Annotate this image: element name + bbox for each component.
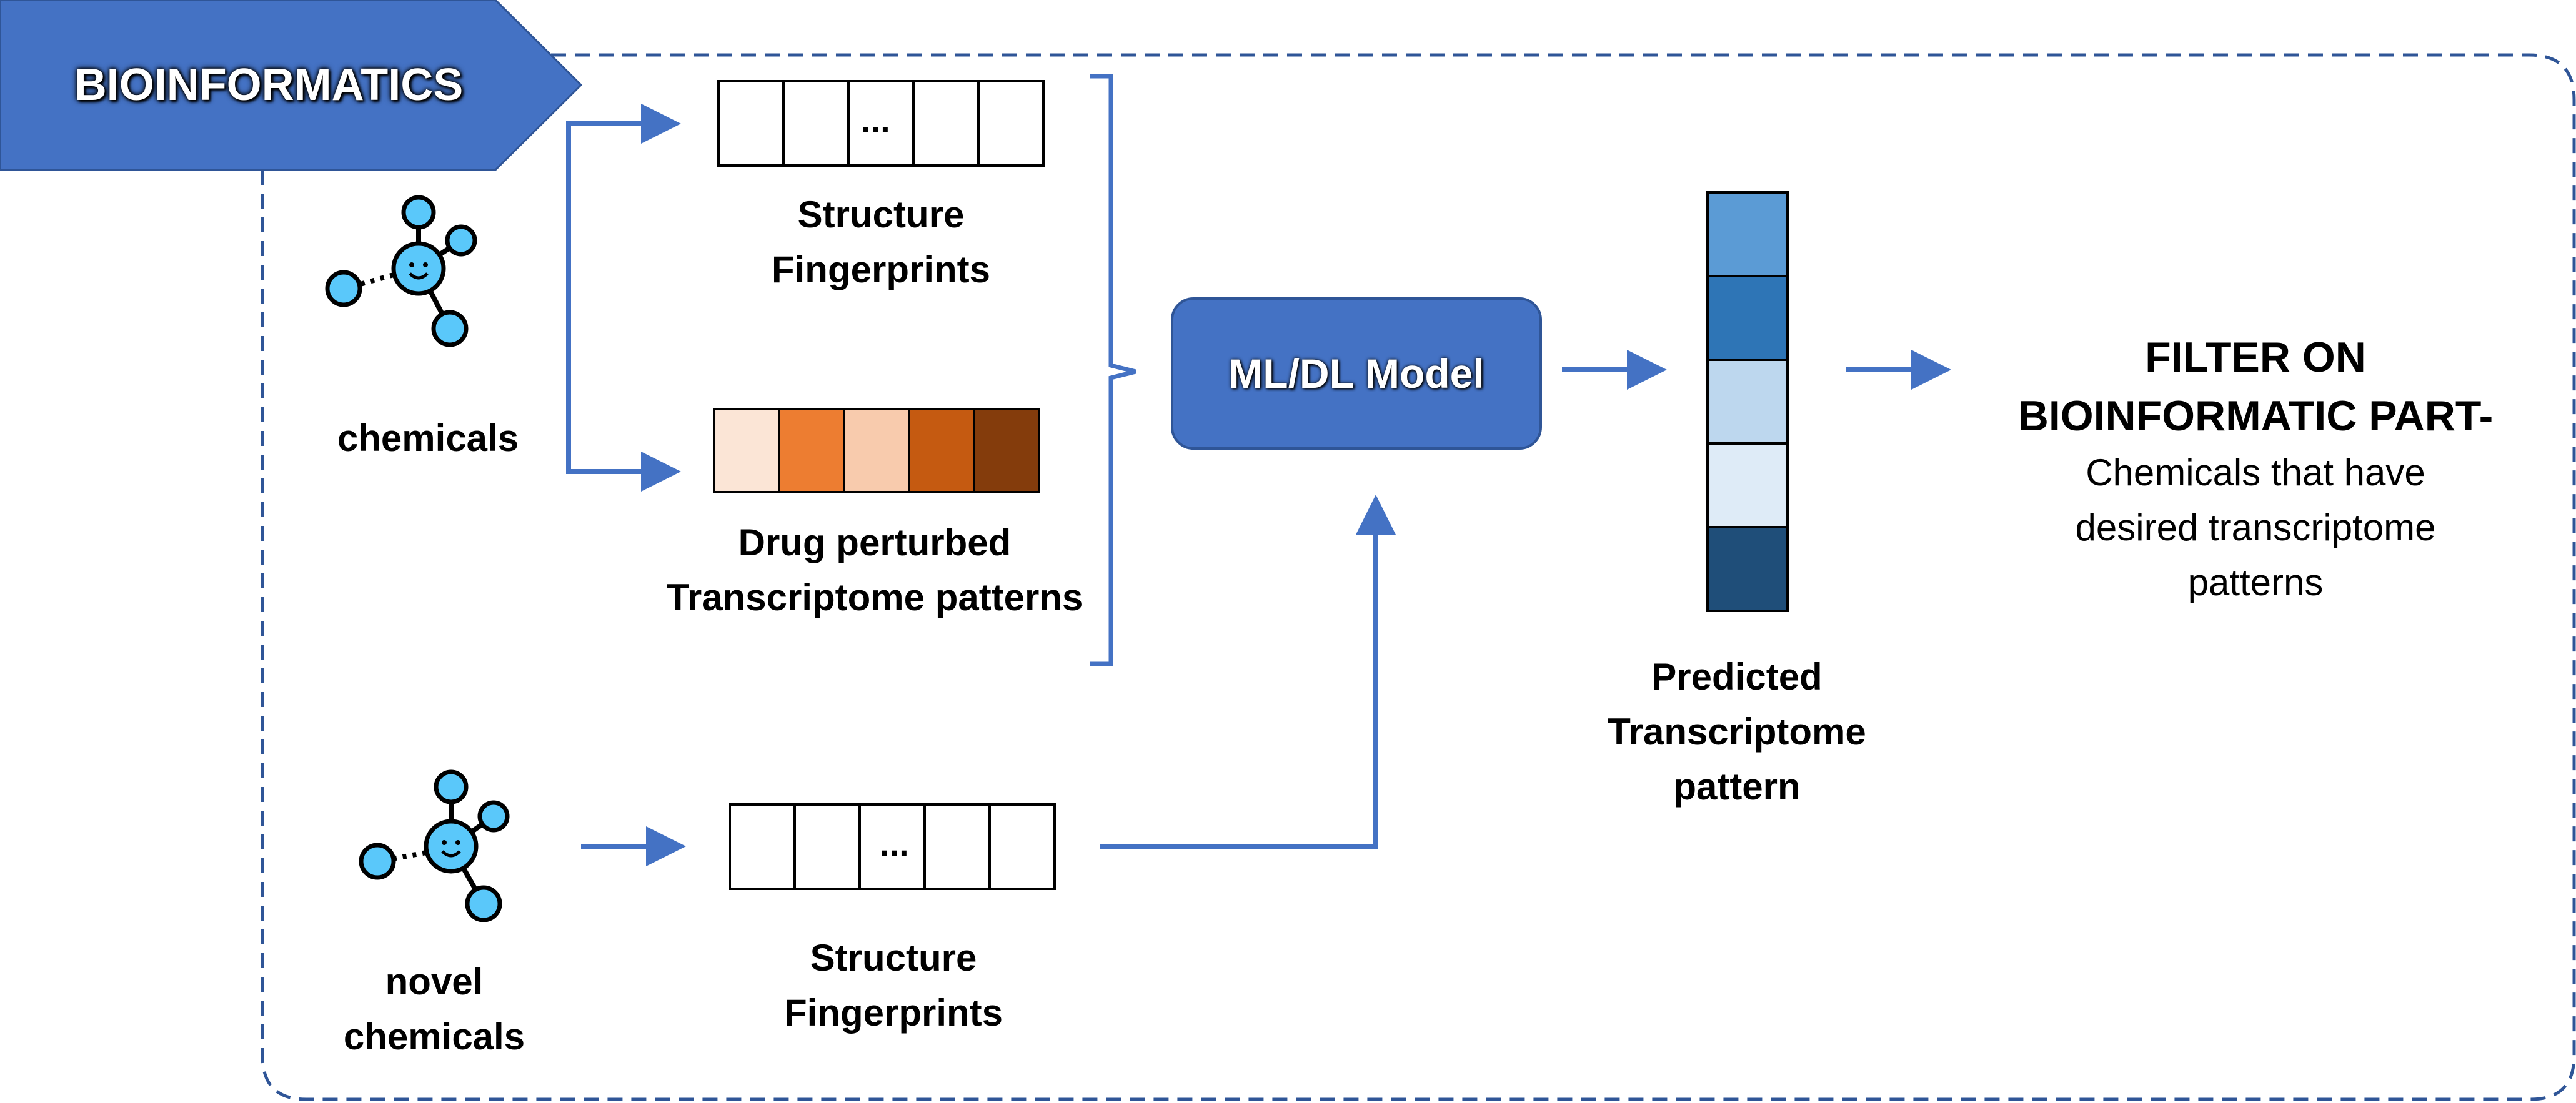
fingerprint-bottom-label-line2: Fingerprints: [783, 992, 1003, 1034]
filter-heading-line2: BIOINFORMATIC PART-: [2017, 392, 2494, 440]
predicted-pattern-cells: [1706, 191, 1789, 612]
novel-chemicals-label-line2: chemicals: [343, 1016, 525, 1057]
chemicals-label: chemicals: [337, 417, 519, 459]
ml-dl-model-box: [1171, 297, 1542, 450]
predicted-cell: [1706, 442, 1789, 528]
predicted-label-line3: pattern: [1673, 766, 1801, 808]
transcriptome-cell: [713, 408, 780, 493]
fingerprint-bottom-label: Structure Fingerprints: [737, 931, 1050, 1041]
fingerprint-top-label-line2: Fingerprints: [771, 249, 990, 290]
ml-dl-model-label: ML/DL Model: [1228, 350, 1484, 397]
filter-text-line2: desired transcriptome: [2075, 507, 2436, 548]
fingerprint-top-label: Structure Fingerprints: [725, 187, 1037, 297]
split-connector: [566, 121, 675, 474]
fingerprint-top-label-line1: Structure: [797, 194, 965, 235]
transcriptome-cell: [973, 408, 1040, 493]
banner-title: BIOINFORMATICS: [74, 60, 464, 110]
novel-chemicals-label-line1: novel: [385, 961, 484, 1002]
molecule-icon: [359, 769, 510, 922]
filter-heading-line1: FILTER ON: [2145, 334, 2366, 381]
brace: [1090, 74, 1136, 666]
transcriptome-label: Drug perturbed Transcriptome patterns: [631, 515, 1118, 625]
novel-chemicals-label: novel chemicals: [297, 954, 572, 1064]
filter-text-line1: Chemicals that have: [2086, 452, 2425, 493]
predicted-cell: [1706, 275, 1789, 361]
transcriptome-cell: [843, 408, 910, 493]
filter-text-line3: patterns: [2187, 561, 2324, 603]
banner-shape: [0, 0, 583, 171]
predicted-cell: [1706, 526, 1789, 612]
predicted-label-line2: Transcriptome: [1608, 711, 1866, 753]
transcriptome-label-line2: Transcriptome patterns: [666, 576, 1083, 618]
transcriptome-cell: [908, 408, 975, 493]
molecule-icon: [325, 195, 477, 347]
filter-text-block: FILTER ON BIOINFORMATIC PART- Chemicals …: [1943, 328, 2568, 610]
transcriptome-cell: [778, 408, 845, 493]
transcriptome-label-line1: Drug perturbed: [738, 522, 1012, 563]
dashed-frame: [261, 53, 2576, 1101]
predicted-cell: [1706, 191, 1789, 277]
connector-bottom-to-model: [1100, 495, 1396, 849]
fingerprint-top-boxes: [717, 80, 1045, 167]
transcriptome-pattern-cells: [713, 408, 1040, 493]
predicted-label-line1: Predicted: [1651, 656, 1823, 698]
fingerprint-bottom-boxes: [729, 803, 1056, 890]
fingerprint-top-ellipsis: ...: [861, 101, 890, 140]
fingerprint-bottom-label-line1: Structure: [810, 937, 977, 979]
predicted-label: Predicted Transcriptome pattern: [1581, 650, 1893, 814]
predicted-cell: [1706, 359, 1789, 445]
fingerprint-bottom-ellipsis: ...: [880, 824, 909, 863]
